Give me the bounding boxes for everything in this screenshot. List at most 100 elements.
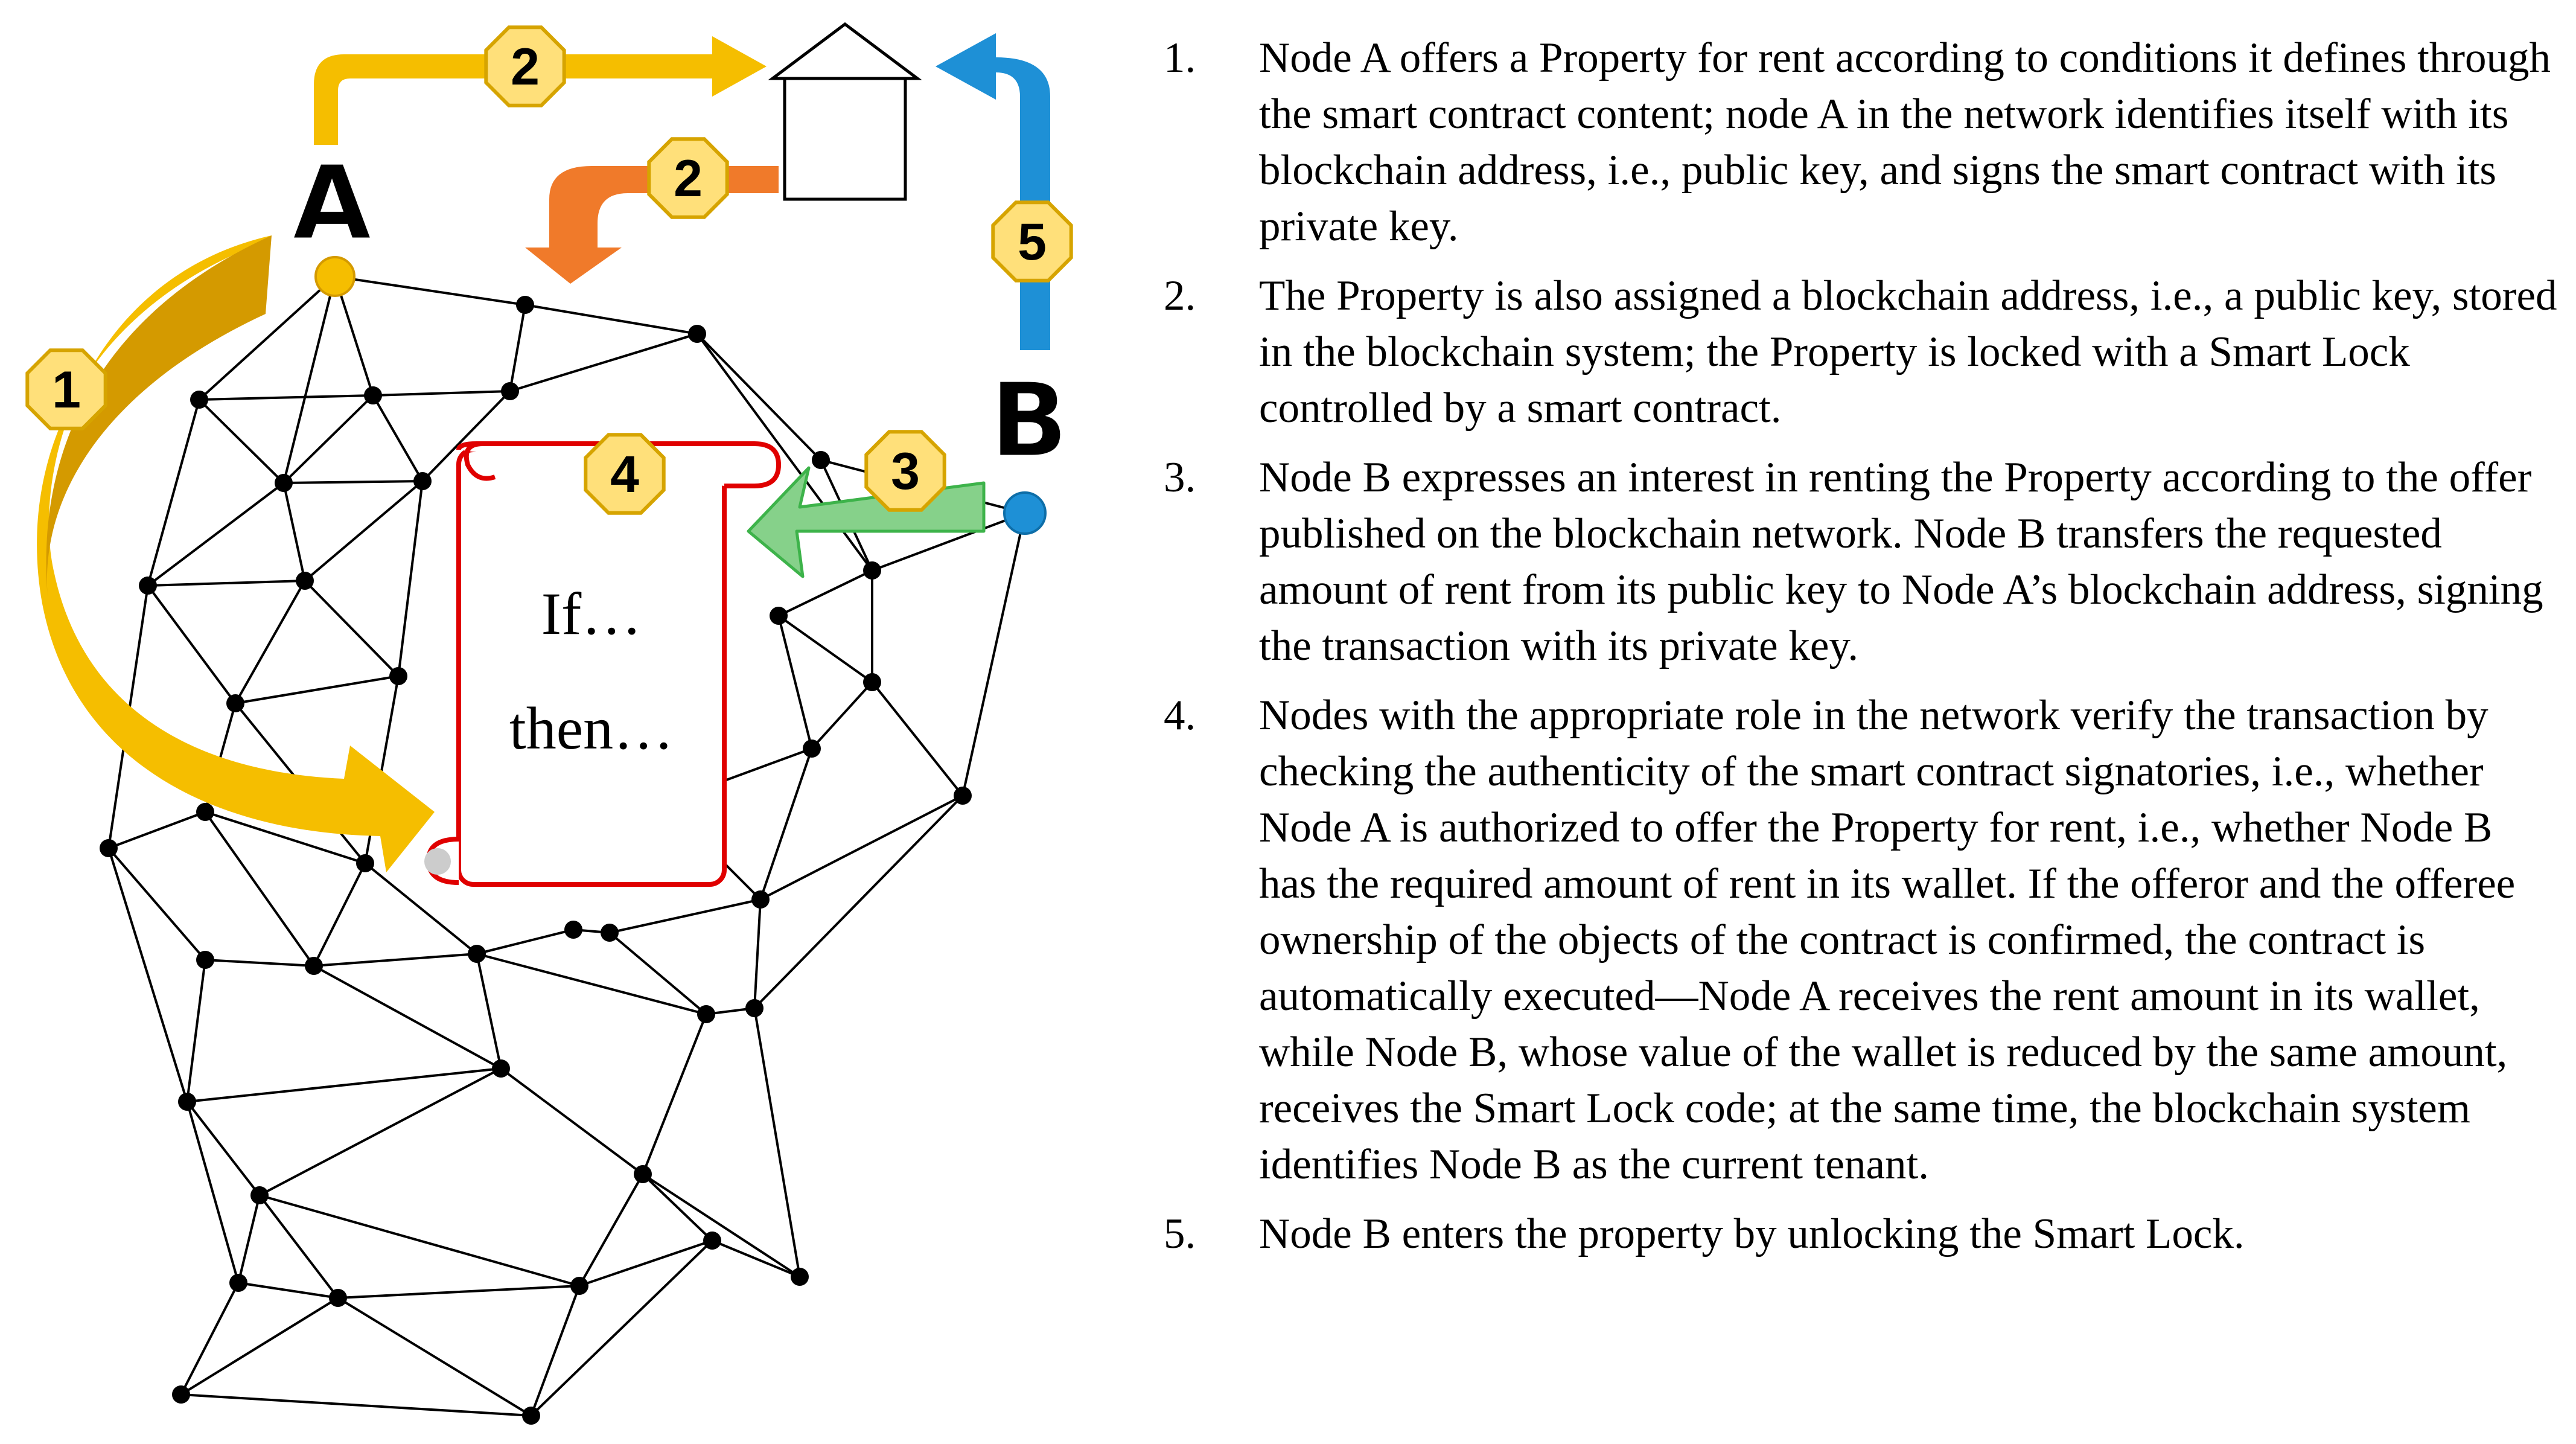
step-badge-number: 4 bbox=[610, 446, 639, 503]
network-node bbox=[803, 740, 821, 758]
step-item: 4.Nodes with the appropriate role in the… bbox=[1135, 688, 2559, 1193]
network-edge bbox=[476, 953, 502, 1069]
step-text: Node A offers a Property for rent accord… bbox=[1259, 34, 2551, 250]
network-node bbox=[522, 1407, 540, 1425]
network-edge bbox=[759, 748, 813, 900]
network-edge bbox=[282, 276, 336, 484]
network-edge bbox=[578, 1174, 644, 1286]
network-node bbox=[172, 1385, 190, 1404]
step-badges: 1 2 2 3 4 5 bbox=[25, 25, 1073, 515]
network-edge bbox=[872, 512, 1025, 572]
network-node bbox=[139, 577, 157, 595]
network-edge bbox=[421, 390, 511, 482]
network-node bbox=[356, 854, 374, 872]
network-edge bbox=[147, 580, 305, 587]
network-node bbox=[697, 1005, 715, 1023]
network-edge bbox=[530, 1285, 581, 1416]
network-edge bbox=[476, 928, 574, 955]
network-edge bbox=[609, 898, 761, 934]
network-nodes bbox=[100, 296, 972, 1425]
network-node bbox=[516, 296, 534, 314]
network-edge bbox=[524, 304, 698, 335]
network-edge bbox=[760, 794, 963, 901]
network-edge bbox=[778, 569, 873, 617]
arrow-2-orange bbox=[525, 166, 779, 284]
step-number: 2. bbox=[1164, 272, 1196, 319]
step-badge-number: 2 bbox=[674, 150, 703, 208]
network-node bbox=[570, 1277, 588, 1295]
step-badge: 1 bbox=[25, 348, 107, 430]
network-node bbox=[250, 1186, 269, 1204]
node-b-label: B bbox=[990, 361, 1068, 481]
network-edge bbox=[283, 480, 423, 484]
network-edge bbox=[186, 1101, 261, 1196]
network-node bbox=[863, 561, 881, 580]
network-edge bbox=[579, 1239, 713, 1287]
network-edge bbox=[509, 333, 698, 392]
network-edge bbox=[476, 953, 707, 1015]
step-badge: 2 bbox=[484, 25, 566, 107]
network-edge bbox=[258, 1194, 339, 1299]
step-badge-number: 2 bbox=[511, 38, 540, 96]
network-node bbox=[863, 673, 881, 691]
network-edge bbox=[397, 481, 424, 677]
network-edge bbox=[334, 275, 526, 306]
network-node bbox=[305, 957, 323, 975]
network-node bbox=[791, 1268, 809, 1286]
network-edge bbox=[282, 482, 306, 581]
step-number: 4. bbox=[1164, 692, 1196, 739]
node-a-label: A bbox=[292, 144, 372, 263]
network-node bbox=[751, 890, 770, 909]
network-node bbox=[226, 694, 244, 712]
network-edge bbox=[304, 580, 400, 677]
network-node bbox=[688, 325, 706, 343]
network-node bbox=[745, 999, 764, 1017]
network-edge bbox=[753, 1008, 801, 1277]
arrow-1 bbox=[37, 235, 435, 872]
step-number: 5. bbox=[1164, 1210, 1196, 1257]
step-text: Node B enters the property by unlocking … bbox=[1259, 1210, 2245, 1257]
network-edge bbox=[147, 399, 200, 586]
network-node bbox=[196, 803, 214, 821]
network-node bbox=[178, 1093, 196, 1111]
step-badge-number: 5 bbox=[1018, 213, 1047, 271]
network-edge bbox=[712, 1239, 800, 1278]
network-edge bbox=[199, 394, 374, 401]
network-node bbox=[812, 451, 830, 469]
steps-list: 1. Node A offers a Property for rent acco… bbox=[1135, 30, 2559, 1262]
network-edge bbox=[205, 811, 366, 864]
network-node bbox=[468, 945, 486, 963]
step-badge-number: 3 bbox=[891, 442, 920, 500]
step-item: 5. Node B enters the property by unlockin… bbox=[1135, 1206, 2559, 1262]
step-number: 3. bbox=[1164, 454, 1196, 501]
network-edge bbox=[313, 965, 502, 1070]
step-badge: 4 bbox=[584, 433, 666, 515]
network-edge bbox=[337, 1297, 532, 1417]
network-node bbox=[296, 572, 314, 590]
network-edge bbox=[313, 863, 366, 966]
network-edge bbox=[180, 1393, 532, 1417]
network-node bbox=[601, 924, 619, 942]
network-edge bbox=[530, 1239, 713, 1417]
step-text: Node B expresses an interest in renting … bbox=[1259, 454, 2543, 669]
network-node bbox=[100, 839, 118, 857]
step-number: 1. bbox=[1164, 34, 1196, 81]
step-badge: 5 bbox=[991, 200, 1073, 283]
network-node bbox=[329, 1289, 347, 1307]
network-node bbox=[275, 474, 293, 492]
network-edge bbox=[107, 847, 206, 961]
contract-then-text: then… bbox=[509, 695, 674, 762]
network-edge bbox=[777, 615, 873, 683]
network-edge bbox=[107, 848, 188, 1102]
network-edge bbox=[204, 811, 315, 967]
step-badge: 2 bbox=[647, 137, 729, 219]
network-edge bbox=[608, 931, 707, 1015]
network-edge bbox=[961, 513, 1026, 796]
node-a-dot bbox=[314, 256, 355, 297]
step-item: 1. Node A offers a Property for rent acco… bbox=[1135, 30, 2559, 255]
network-edge bbox=[108, 811, 206, 849]
network-edge bbox=[180, 1297, 339, 1396]
network-edge bbox=[180, 1282, 240, 1395]
network-edge bbox=[364, 862, 478, 955]
